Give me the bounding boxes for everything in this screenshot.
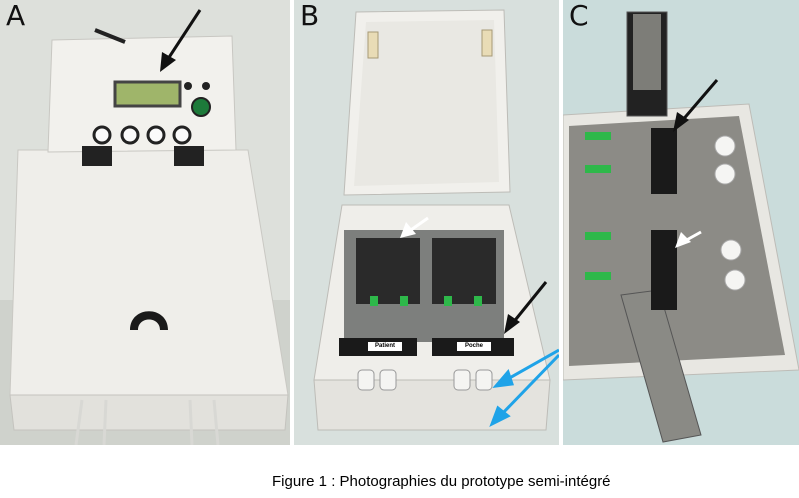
panel-letter: C [569, 0, 589, 32]
arrow-icon [673, 79, 719, 132]
figure-caption: Figure 1 : Photographies du prototype se… [272, 473, 611, 490]
arrow-icon [160, 9, 202, 72]
syringe-tips [370, 296, 482, 306]
syringe-label-poche: Poche [464, 343, 483, 349]
device-a-illustration [0, 0, 290, 445]
syringe-tips [585, 132, 611, 280]
device-b-illustration [294, 0, 559, 445]
power-button-icon [191, 97, 211, 117]
lcd-display [113, 80, 182, 108]
photo-panel-a: A [0, 0, 290, 445]
panel-letter: A [6, 0, 26, 32]
syringe-label-patient: Patient [374, 343, 395, 349]
panel-letter: B [300, 0, 320, 32]
arrow-icon [489, 348, 559, 428]
arrow-icon [504, 281, 548, 334]
arrow-icon [400, 216, 429, 238]
photo-panel-c: C [563, 0, 799, 445]
device-c-illustration [563, 0, 799, 445]
photo-panel-b: B Patient Poche [294, 0, 559, 445]
arrow-icon [675, 230, 702, 248]
